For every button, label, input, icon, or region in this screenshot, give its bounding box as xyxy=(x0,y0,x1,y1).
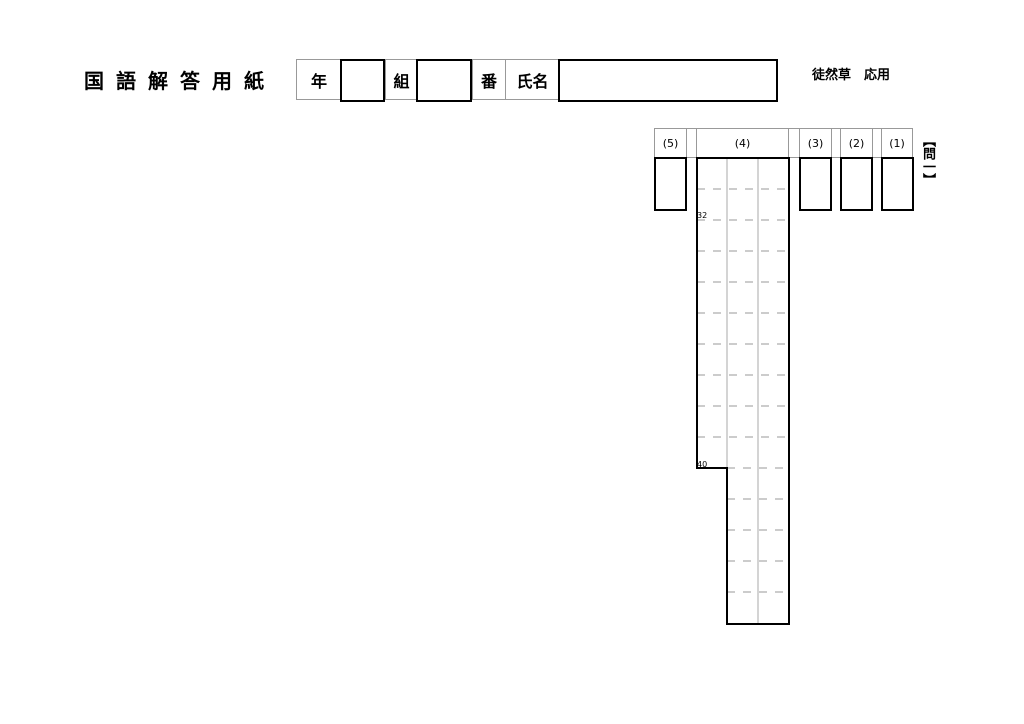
label-spacer xyxy=(789,128,799,158)
class-field[interactable] xyxy=(416,59,472,102)
grid-marker-40: 40 xyxy=(697,460,708,469)
answer-1-box[interactable] xyxy=(881,157,914,211)
answer-2-box[interactable] xyxy=(840,157,873,211)
section-label: 【問一】 xyxy=(920,134,935,186)
label-spacer xyxy=(832,128,840,158)
answer-3-box[interactable] xyxy=(799,157,832,211)
grid-marker-32: 32 xyxy=(697,211,708,220)
name-field[interactable] xyxy=(558,59,778,102)
label-spacer xyxy=(687,128,696,158)
answer-4-grid[interactable] xyxy=(690,150,800,630)
student-number-label: 番 xyxy=(472,59,506,100)
year-label: 年 xyxy=(296,59,342,100)
class-label: 組 xyxy=(385,59,418,100)
answer-5-box[interactable] xyxy=(654,157,687,211)
label-spacer xyxy=(873,128,881,158)
student-info-bar: 年 組 番 氏名 xyxy=(296,59,778,102)
name-label: 氏名 xyxy=(505,59,560,100)
sheet-title: 国語解答用紙 xyxy=(84,69,276,93)
part-5-label: (5) xyxy=(654,128,687,158)
year-field[interactable] xyxy=(340,59,385,102)
subject-label: 徒然草 応用 xyxy=(812,68,891,83)
part-1-label: (1) xyxy=(881,128,913,158)
part-2-label: (2) xyxy=(840,128,873,158)
part-3-label: (3) xyxy=(799,128,832,158)
